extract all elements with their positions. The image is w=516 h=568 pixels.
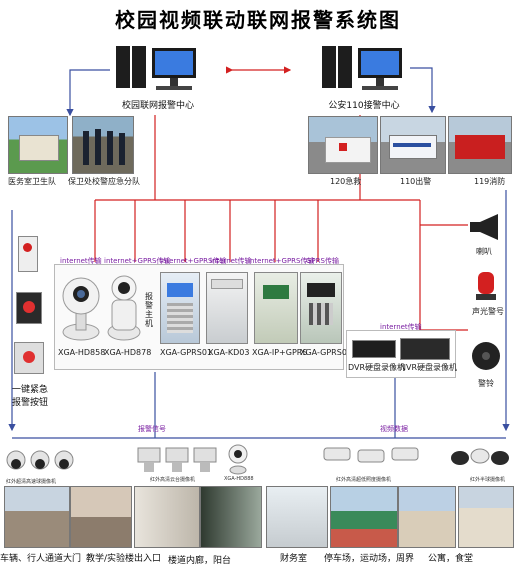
alarm-device-gprs03-label: XGA-GPRS03 [300,348,352,357]
tag-alarm-signal: 报警信号 [138,425,166,433]
alarm-device-kd03-label: XGA-KD03 [208,348,250,357]
tag-gprs: GPRS传输 [306,257,339,265]
bottom-label-entrance: 教学/实验楼出入口 [86,554,162,564]
alarm-host-label: 报警主机 [145,292,153,328]
tag-internet-2: internet传输 [210,257,252,265]
fire-truck-label: 119消防 [474,177,506,186]
alarm-device-ip-gprs-label: XGA-IP+GPRS [252,348,308,357]
panic-button-device-1 [18,236,38,272]
speaker-horn-icon [470,214,498,240]
ptz-cameras-icon [137,447,217,472]
speed-dome-cameras-label: 红外超清高速球摄像机 [6,479,57,485]
alarm-device-kd03 [206,272,248,344]
alarm-device-ip-gprs [254,272,298,344]
ip-camera-hd878-label: XGA-HD878 [104,348,152,357]
campus-center-icon [116,46,196,90]
bottom-label-corridor: 楼道内廊，阳台 [168,556,232,566]
finance-room-photo [266,486,328,548]
bullet-cameras-label: 红外高清超低照度摄像机 [336,477,392,483]
tag-internet-gprs-3: internet+GPRS传输 [248,257,315,265]
hd888-camera-label: XGA-HD888 [224,476,254,482]
corridor-photo-2 [200,486,262,548]
alarm-device-gprs01-label: XGA-GPRS01 [160,348,212,357]
corridor-photo-1 [134,486,200,548]
panic-button-device-2 [16,292,42,324]
tag-internet-1: internet传输 [60,257,102,265]
medic-photo [8,116,68,174]
bottom-label-gate: 车辆、行人通道大门 [0,554,82,564]
dormitory-photo [398,486,456,548]
nvr-device [400,338,450,360]
campus-to-medic-line [66,69,110,117]
diagram-title: 校园视频联动联网报警系统图 [115,8,401,32]
ip-camera-hd878-icon [107,275,141,341]
ptz-cameras-label: 红外高清云台摄像机 [150,477,196,483]
speed-dome-cameras-icon [6,450,74,470]
dome-cameras-label: 红外半球摄像机 [470,477,506,483]
bottom-label-field: 停车场，运动场，周界 [324,554,415,564]
tag-internet-3: internet传输 [380,323,422,331]
alarm-bell-label: 警铃 [478,379,494,388]
alarm-bell-icon [472,342,500,370]
ip-camera-hd858-icon [62,277,100,341]
gate-photo [4,486,70,548]
police-car-label: 110出警 [400,177,432,186]
security-team-photo [72,116,134,174]
police-center-label: 公安110接警中心 [328,101,400,111]
dvr-label: DVR硬盘录像机 [348,363,406,372]
strobe-siren-label: 声光警号 [472,307,504,316]
fire-truck-photo [448,116,512,174]
panic-button-label-2: 报警按钮 [11,398,48,408]
canteen-photo [458,486,514,548]
police-car-photo [380,116,446,174]
building-entrance-photo [70,486,132,548]
bottom-label-dorm: 公寓，食堂 [428,554,474,564]
hd888-camera-icon [228,444,248,475]
alarm-device-gprs01 [160,272,200,344]
sports-field-photo [330,486,398,548]
camera-row [4,442,512,484]
bottom-label-finance: 财务室 [280,554,308,564]
strobe-siren-icon [476,272,496,300]
police-to-emergency-line [410,67,436,114]
tag-internet-gprs-2: internet+GPRS传输 [160,257,227,265]
nvr-label: NVR硬盘录像机 [400,363,458,372]
alarm-device-gprs03 [300,272,342,344]
police-center-icon [322,46,402,90]
panic-button-label-1: 一键紧急 [11,385,48,395]
ip-camera-hd858-label: XGA-HD858 [58,348,106,357]
medic-label: 医务室卫生队 [8,177,56,186]
panic-button-device-3 [14,342,44,374]
speaker-horn-label: 喇叭 [476,247,492,256]
security-team-label: 保卫处校警应急分队 [68,177,140,186]
ambulance-label: 120急救 [330,177,362,186]
campus-center-label: 校园联网报警中心 [121,101,194,111]
ambulance-photo [308,116,378,174]
bullet-cameras-icon [323,447,419,463]
dvr-device [352,340,396,358]
tag-video-data: 视频数据 [380,425,408,433]
tag-internet-gprs-1: internet+GPRS传输 [104,257,171,265]
dome-cameras-icon [451,448,509,465]
